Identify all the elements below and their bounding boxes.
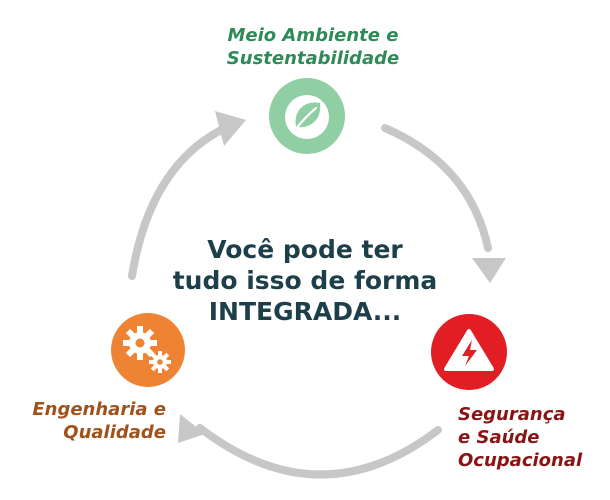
safety-label-line2: e Saúde xyxy=(458,427,540,448)
gears-icon xyxy=(123,326,171,373)
arrow-env-to-safety xyxy=(381,124,492,252)
safety-label-line1: Segurança xyxy=(458,404,566,425)
center-message: Você pode ter tudo isso de forma INTEGRA… xyxy=(155,234,455,327)
center-message-line2: tudo isso de forma xyxy=(172,266,438,295)
node-engineering xyxy=(111,313,185,387)
arrowhead-safety-to-eng xyxy=(178,414,205,443)
engineering-label-line1: Engenharia e xyxy=(32,399,166,420)
node-environment xyxy=(269,78,345,154)
node-safety xyxy=(431,314,507,390)
environment-label: Meio Ambiente e Sustentabilidade xyxy=(208,24,418,70)
environment-label-line2: Sustentabilidade xyxy=(226,48,400,69)
environment-label-line1: Meio Ambiente e xyxy=(227,25,399,46)
safety-label-line3: Ocupacional xyxy=(458,450,583,471)
safety-label: Segurança e Saúde Ocupacional xyxy=(458,403,582,472)
center-message-line1: Você pode ter xyxy=(207,235,403,264)
engineering-label: Engenharia e Qualidade xyxy=(18,398,166,444)
arrow-eng-to-env xyxy=(128,124,229,280)
leaf-icon xyxy=(285,95,329,139)
arrowhead-env-to-safety xyxy=(472,258,506,283)
engineering-label-line2: Qualidade xyxy=(63,422,166,443)
warning-lightning-icon xyxy=(444,329,494,371)
center-message-line3: INTEGRADA... xyxy=(208,297,402,326)
arrowhead-eng-to-env xyxy=(215,111,246,146)
arrow-safety-to-eng xyxy=(196,424,442,479)
